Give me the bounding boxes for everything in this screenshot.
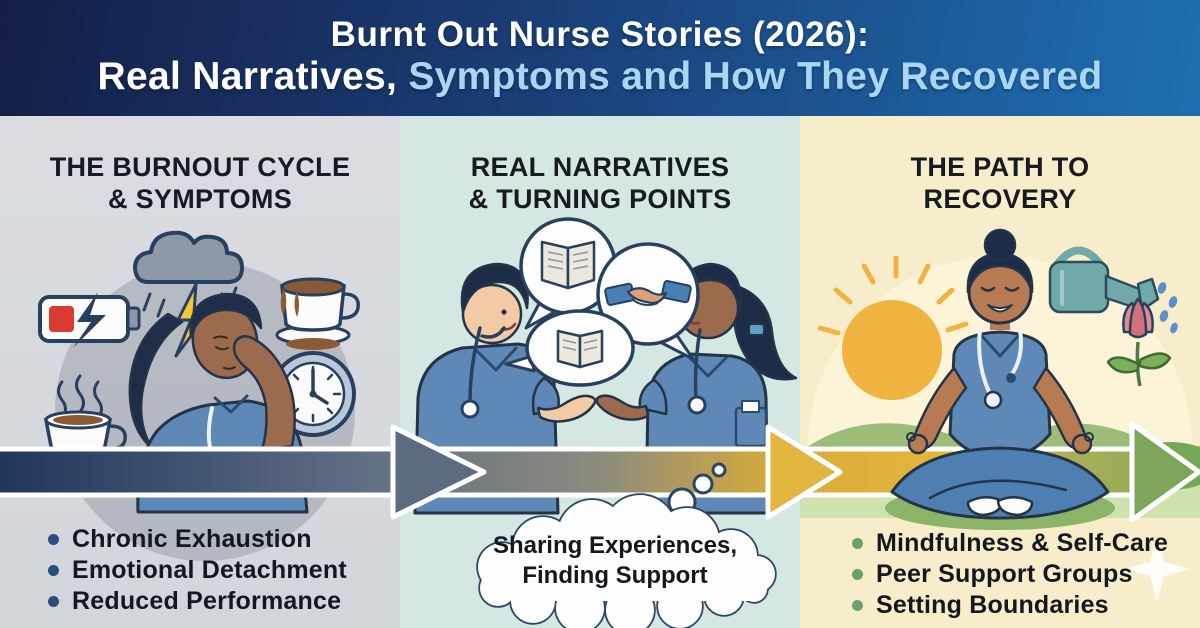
list-item: Reduced Performance [48, 586, 347, 617]
water-droplets [1157, 282, 1178, 334]
bullet-label: Emotional Detachment [72, 556, 347, 584]
hair [966, 251, 1034, 294]
arrow-head-1 [390, 424, 487, 520]
thought-bubble-book-icon [504, 309, 635, 387]
list-item: Emotional Detachment [48, 555, 347, 586]
low-battery-icon [38, 292, 141, 348]
bullet-dot [852, 569, 863, 580]
bullet-label: Reduced Performance [72, 587, 342, 615]
title-line-2: Real Narratives, Symptoms and How They R… [98, 55, 1103, 100]
stethoscope [977, 328, 992, 396]
overflowing-coffee-icon [275, 277, 360, 350]
panel-heading-burnout: THE BURNOUT CYCLE & SYMPTOMS [0, 152, 400, 216]
sun-icon [817, 255, 969, 400]
bullet-label: Setting Boundaries [876, 591, 1109, 619]
list-item: Peer Support Groups [852, 559, 1168, 590]
sparkle-icon [1124, 536, 1190, 602]
meditating-nurse-illustration [885, 228, 1115, 530]
sneaker [996, 496, 1034, 517]
thought-dot [711, 462, 727, 478]
header-banner: Burnt Out Nurse Stories (2026): Real Nar… [0, 0, 1200, 116]
heading-line: & SYMPTOMS [107, 183, 293, 214]
arrow-head-2 [765, 424, 843, 520]
thought-dot [692, 473, 714, 495]
list-item: Mindfulness & Self-Care [852, 528, 1168, 559]
cloud-caption-line: Finding Support [522, 562, 708, 589]
speech-bubble-book-icon [519, 217, 617, 330]
watering-can-icon [1048, 246, 1178, 334]
mudra-hand [907, 433, 929, 455]
arrow-head-3 [1129, 421, 1200, 523]
heading-line: THE BURNOUT CYCLE [49, 152, 351, 182]
heading-line: REAL NARRATIVES [470, 152, 730, 182]
heading-line: THE PATH TO [910, 152, 1090, 182]
heading-line: RECOVERY [923, 183, 1077, 214]
title-line-1: Burnt Out Nurse Stories (2026): [330, 15, 870, 55]
title-line-2-highlight: Symptoms and How They Recovered [408, 54, 1103, 98]
cloud-caption: Sharing Experiences, Finding Support [440, 531, 790, 591]
mudra-hand [1071, 433, 1093, 455]
bullet-dot [48, 565, 59, 576]
crossed-legs [890, 446, 1110, 520]
recovery-steps-list: Mindfulness & Self-Care Peer Support Gro… [852, 528, 1168, 621]
heading-line: & TURNING POINTS [468, 183, 732, 214]
speech-bubble-handshake-icon [596, 242, 700, 361]
bullet-dot [852, 600, 863, 611]
bullet-dot [852, 538, 863, 549]
list-item: Setting Boundaries [852, 590, 1168, 621]
bullet-label: Peer Support Groups [876, 560, 1133, 588]
cloud-caption-line: Sharing Experiences, [492, 532, 738, 559]
flower-icon [1106, 297, 1172, 387]
panel-burnout-cycle: THE BURNOUT CYCLE & SYMPTOMS Chronic Exh… [0, 116, 400, 628]
bullet-dot [48, 596, 59, 607]
panel-heading-narratives: REAL NARRATIVES & TURNING POINTS [400, 152, 800, 216]
hair-bun [983, 228, 1017, 262]
bullet-dot [48, 534, 59, 545]
burnout-symptom-list: Chronic Exhaustion Emotional Detachment … [48, 524, 347, 617]
thought-cloud [476, 462, 777, 628]
panel-heading-recovery: THE PATH TO RECOVERY [800, 152, 1200, 216]
title-line-2-white: Real Narratives, [97, 54, 409, 98]
sneaker [966, 496, 1004, 517]
bullet-label: Mindfulness & Self-Care [876, 529, 1169, 557]
bullet-label: Chronic Exhaustion [72, 525, 312, 553]
list-item: Chronic Exhaustion [48, 524, 347, 555]
